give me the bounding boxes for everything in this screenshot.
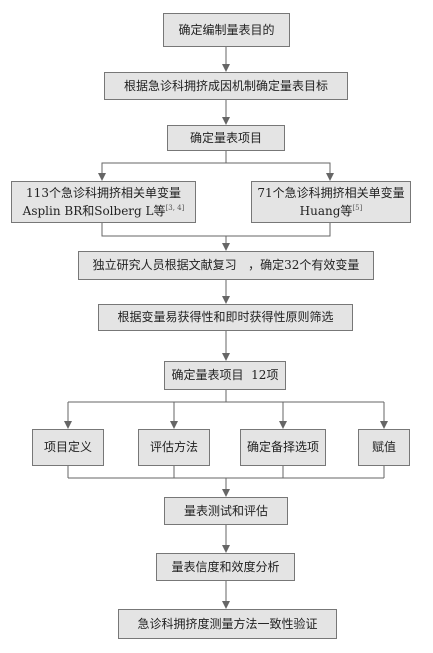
source-right-line1: 71个急诊科拥挤相关单变量 (257, 185, 405, 200)
branch-assessment-method: 评估方法 (138, 429, 210, 466)
merge-left (101, 223, 226, 237)
step-set-scale-goal: 根据急诊科拥挤成因机制确定量表目标 (104, 72, 348, 100)
source-left-ref: [3, 4] (165, 203, 185, 212)
source-left-line1: 113个急诊科拥挤相关单变量 (26, 185, 181, 200)
step-confirm-items: 确定量表项目 12项 (164, 361, 286, 390)
merge-right (226, 223, 331, 237)
arrow-3-right (226, 162, 334, 181)
step-test-evaluate: 量表测试和评估 (164, 497, 288, 525)
source-right-line2: Huang等[5] (300, 201, 363, 219)
step-consistency-validation: 急诊科拥挤度测量方法一致性验证 (118, 609, 337, 639)
step-reliability-validity: 量表信度和效度分析 (156, 553, 295, 581)
source-box-left: 113个急诊科拥挤相关单变量 Asplin BR和Solberg L等[3, 4… (11, 181, 196, 223)
source-right-ref: [5] (352, 203, 363, 212)
step-define-items: 确定量表项目 (167, 125, 285, 151)
step-determine-variables: 独立研究人员根据文献复习 ，确定32个有效变量 (78, 251, 374, 280)
branch-scoring: 赋值 (358, 429, 410, 466)
source-left-authors: Asplin BR和Solberg L等 (22, 203, 166, 218)
source-left-line2: Asplin BR和Solberg L等[3, 4] (23, 201, 185, 219)
source-box-right: 71个急诊科拥挤相关单变量 Huang等[5] (251, 181, 411, 223)
arrow-3-left (98, 151, 227, 181)
source-right-authors: Huang等 (299, 203, 353, 218)
step-define-purpose: 确定编制量表目的 (163, 13, 290, 47)
step-filter-variables: 根据变量易获得性和即时获得性原则筛选 (98, 304, 353, 331)
branch-options: 确定备择选项 (240, 429, 326, 466)
branch-item-definition: 项目定义 (32, 429, 104, 466)
